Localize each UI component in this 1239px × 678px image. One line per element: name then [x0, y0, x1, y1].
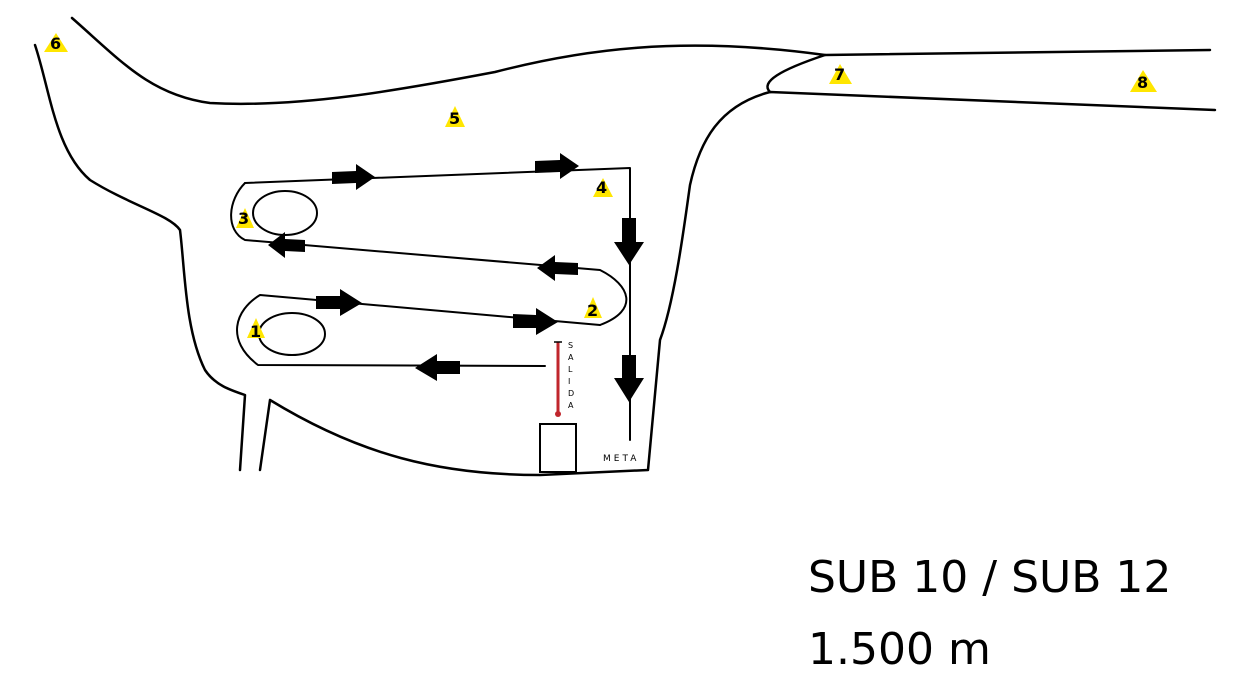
marker-number: 1	[250, 322, 261, 341]
obstacle-ellipse-3	[252, 190, 318, 236]
start-label-letter: L	[568, 365, 573, 374]
obstacle-ellipse-1	[258, 312, 326, 356]
marker-number: 5	[449, 109, 460, 128]
start-label-letter: I	[568, 377, 570, 386]
boundary-road-upper	[766, 53, 827, 94]
marker-6: 6	[44, 33, 68, 53]
direction-arrow	[614, 218, 644, 265]
marker-8: 8	[1130, 70, 1157, 92]
marker-3: 3	[236, 208, 254, 228]
finish-label: META	[603, 454, 639, 464]
start-label-letter: D	[568, 389, 574, 398]
triangle-marker-icon	[44, 33, 68, 52]
distance-caption: 1.500 m	[808, 624, 991, 675]
triangle-marker-icon	[1130, 70, 1157, 92]
marker-2: 2	[584, 297, 602, 320]
triangle-marker-icon	[593, 178, 613, 197]
direction-arrow	[537, 255, 578, 281]
direction-arrow	[614, 355, 644, 402]
route-loop-3	[230, 182, 628, 326]
marker-number: 4	[596, 178, 607, 197]
marker-5: 5	[445, 106, 465, 128]
marker-1: 1	[247, 318, 265, 341]
route-lower-loop	[236, 294, 601, 367]
venue-boundary	[33, 16, 1217, 477]
direction-arrow	[332, 164, 375, 190]
marker-number: 8	[1137, 73, 1148, 92]
direction-arrow	[316, 289, 362, 316]
category-caption: SUB 10 / SUB 12	[808, 552, 1172, 603]
marker-number: 2	[587, 301, 598, 320]
marker-number: 6	[50, 34, 61, 53]
route-top-straight	[244, 167, 631, 441]
boundary-outer-left	[33, 43, 247, 472]
direction-arrow	[415, 354, 460, 381]
course-route	[230, 167, 631, 441]
marker-7: 7	[829, 64, 852, 84]
start-label-letter: S	[568, 341, 573, 350]
direction-arrow	[535, 153, 579, 179]
direction-arrow	[513, 308, 558, 335]
triangle-marker-icon	[829, 64, 852, 84]
finish-box	[539, 423, 577, 473]
marker-4: 4	[593, 178, 613, 197]
triangle-marker-icon	[445, 106, 465, 127]
triangle-marker-icon	[236, 208, 254, 228]
boundary-inner-bottom	[258, 90, 1217, 477]
marker-number: 7	[834, 65, 845, 84]
start-line-dot	[555, 411, 561, 417]
start-label-letter: A	[568, 401, 574, 410]
boundary-top	[70, 16, 1212, 106]
control-markers: 1 2 3 4 5 6 7 8	[44, 33, 1157, 341]
triangle-marker-icon	[584, 297, 602, 318]
triangle-marker-icon	[247, 318, 265, 338]
start-label-letter: A	[568, 353, 574, 362]
direction-arrow	[268, 232, 305, 258]
start-line	[554, 341, 562, 417]
marker-number: 3	[238, 209, 249, 228]
direction-arrows	[268, 153, 644, 402]
